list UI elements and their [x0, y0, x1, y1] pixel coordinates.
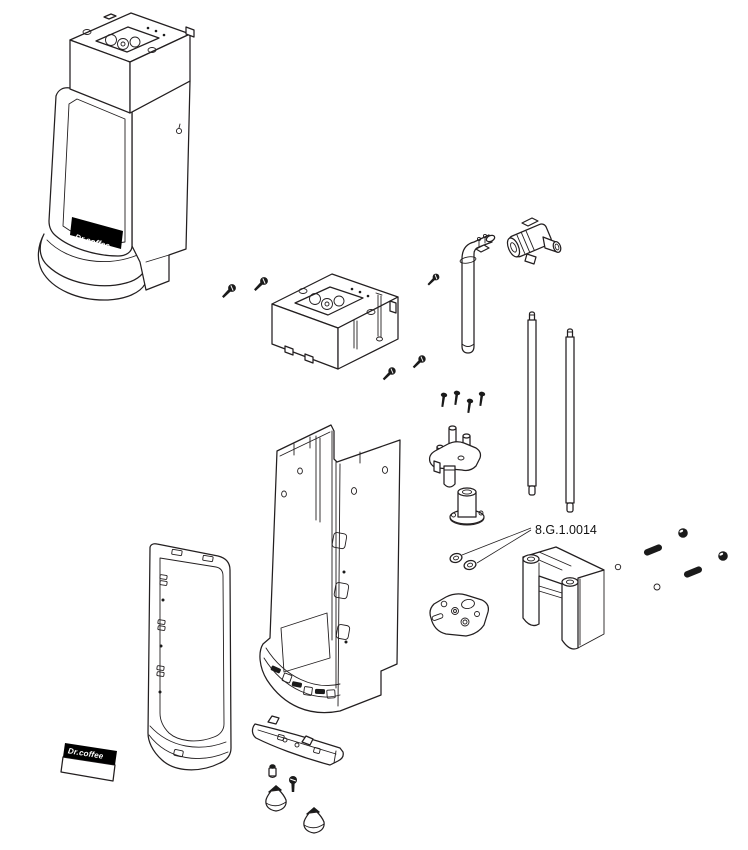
rubber-foot — [303, 807, 325, 834]
screw — [478, 391, 486, 407]
screw — [412, 355, 426, 369]
rubber-feet — [265, 785, 325, 834]
panel-screws — [222, 273, 440, 381]
sealing-washers — [449, 552, 477, 571]
screw — [466, 398, 474, 414]
gear-box-unit — [271, 273, 399, 370]
tube-holder-bracket — [522, 546, 605, 650]
small-plug — [268, 764, 277, 778]
screw — [440, 392, 448, 408]
front-cover-frame — [147, 543, 232, 771]
valve-connector — [506, 217, 562, 265]
screw — [382, 367, 396, 381]
screw — [254, 277, 268, 291]
dowel-pins-and-caps — [643, 528, 728, 591]
bottom-cover — [251, 715, 344, 766]
screw — [222, 284, 236, 298]
distributor-manifold — [428, 425, 482, 488]
part-number-label: 8.G.1.0014 — [535, 523, 597, 537]
leader-line — [476, 529, 532, 564]
long-rod-left — [527, 311, 537, 496]
part-number-callout: 8.G.1.0014 — [461, 523, 597, 564]
screw — [453, 390, 461, 406]
bottom-screw — [289, 776, 297, 792]
gasket-plate — [429, 593, 489, 637]
leader-line — [461, 527, 532, 556]
small-mounting-screws — [440, 390, 486, 414]
rear-housing — [259, 424, 401, 714]
elbow-pipe — [459, 233, 496, 354]
flanged-bushing — [449, 487, 485, 526]
logo-plate: Dr.coffee — [60, 743, 117, 782]
assembled-dispenser-unit: Dr.coffee — [37, 12, 195, 301]
screw — [427, 273, 440, 286]
small-ball — [614, 563, 622, 571]
rubber-foot — [265, 785, 287, 812]
long-rod-right — [565, 328, 575, 513]
